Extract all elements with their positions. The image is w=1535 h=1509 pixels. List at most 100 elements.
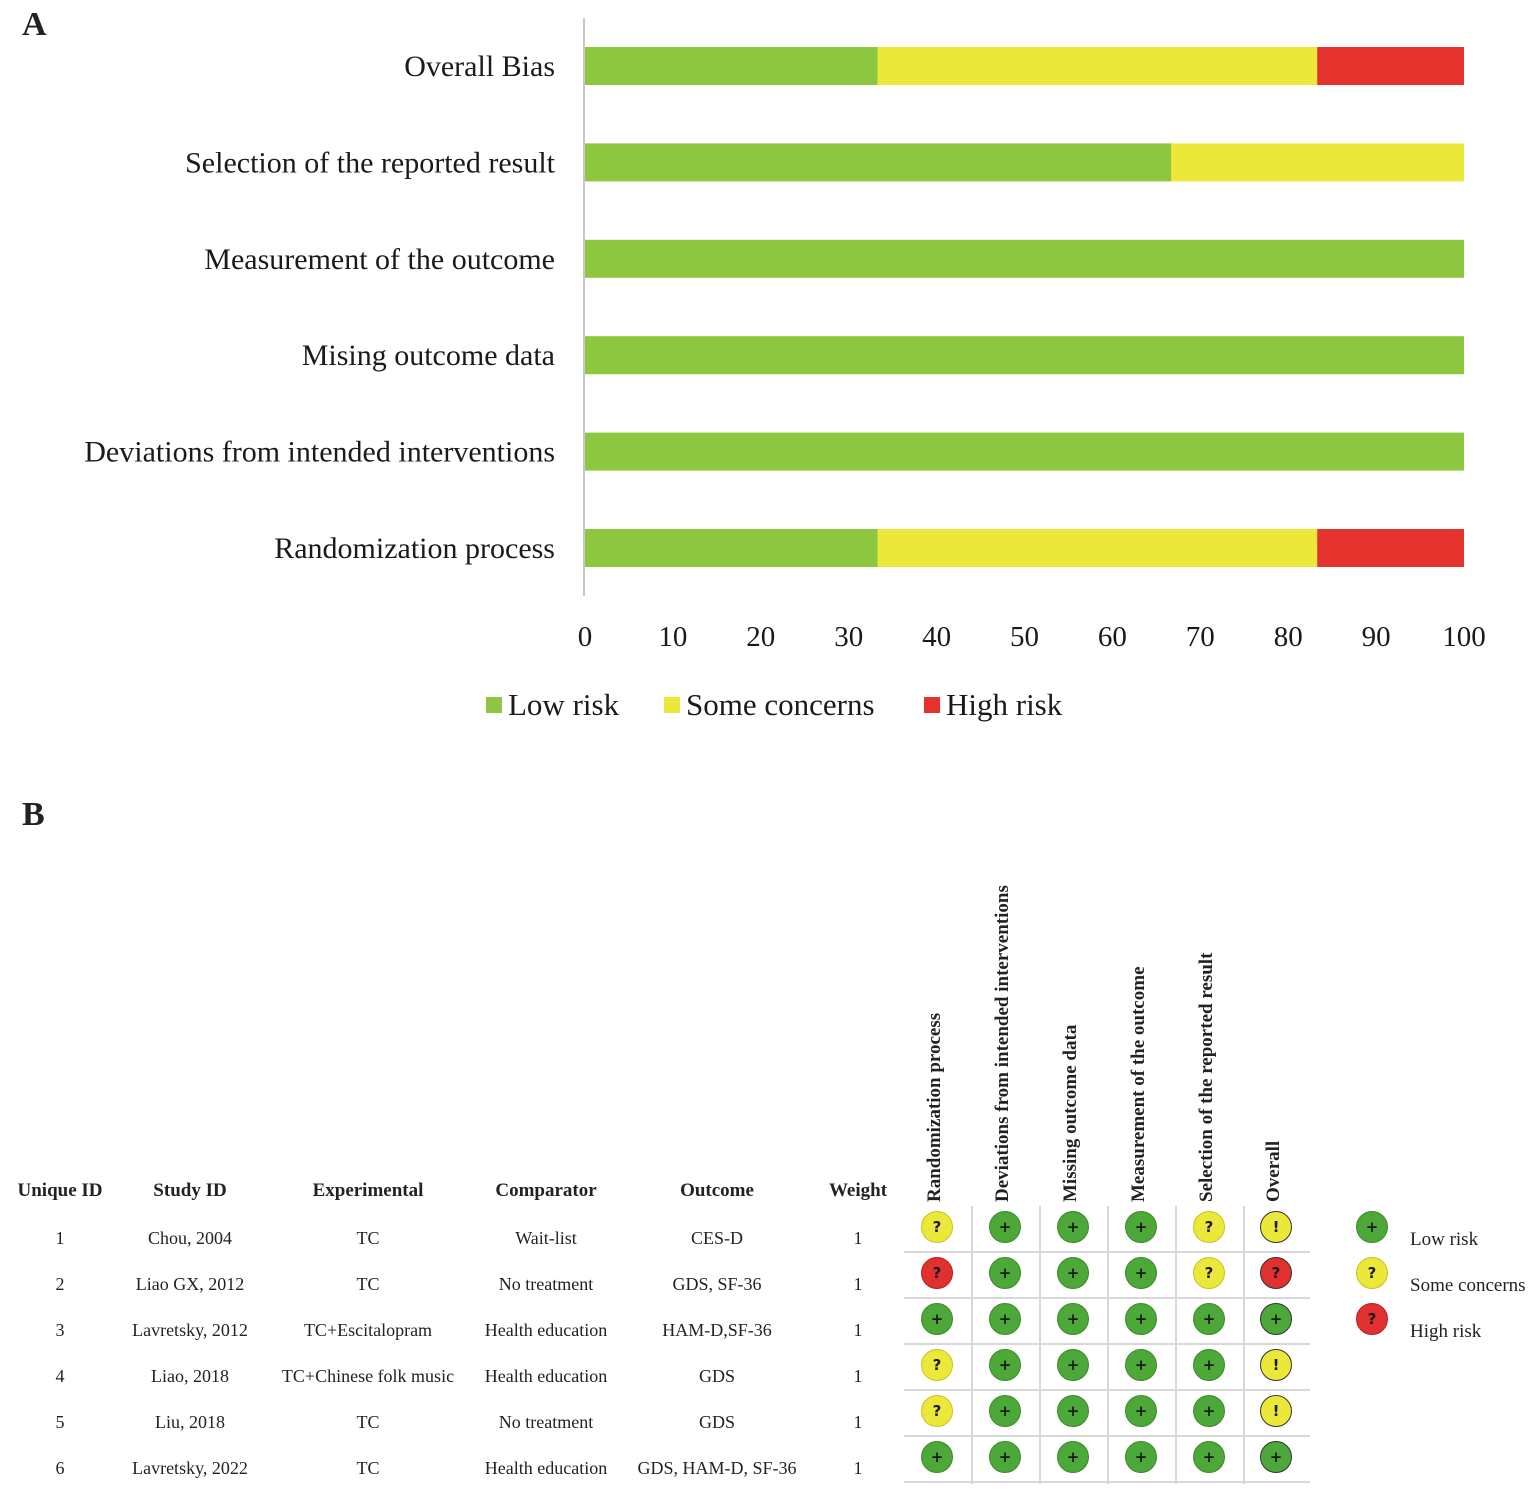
bar-segment-low-risk bbox=[585, 239, 1464, 278]
unique-id-cell: 2 bbox=[55, 1274, 65, 1294]
bar-segment-some-concerns bbox=[877, 529, 1318, 567]
judgement-low-icon: + bbox=[1193, 1349, 1225, 1381]
x-tick-label: 40 bbox=[922, 621, 951, 653]
study-id-cell: Lavretsky, 2022 bbox=[132, 1458, 248, 1478]
comparator-cell: Health education bbox=[484, 1458, 608, 1478]
comparator-cell: Health education bbox=[484, 1366, 608, 1386]
judgement-low-icon: + bbox=[1057, 1303, 1089, 1335]
unique-id-cell: 1 bbox=[55, 1228, 65, 1248]
x-tick-label: 90 bbox=[1362, 621, 1391, 653]
judgement-low-icon: + bbox=[989, 1303, 1021, 1335]
x-tick-label: 20 bbox=[746, 621, 775, 653]
x-tick-label: 60 bbox=[1098, 621, 1127, 653]
panel-a-label: A bbox=[22, 6, 47, 43]
experimental-cell: TC bbox=[356, 1458, 380, 1478]
judgement-low-icon: + bbox=[1193, 1303, 1225, 1335]
legend-low-icon: + bbox=[1356, 1211, 1388, 1243]
domain-header: Measurement of the outcome bbox=[1128, 966, 1149, 1203]
x-tick-label: 0 bbox=[578, 621, 593, 653]
outcome-cell: HAM-D,SF-36 bbox=[662, 1320, 772, 1340]
judgement-low-icon: + bbox=[989, 1441, 1021, 1473]
judgement-some-icon: ? bbox=[921, 1395, 953, 1427]
weight-cell: 1 bbox=[853, 1458, 863, 1478]
bar-segment-some-concerns bbox=[1171, 143, 1464, 182]
experimental-cell: TC+Escitalopram bbox=[303, 1320, 433, 1340]
judgement-low-icon: + bbox=[1125, 1257, 1157, 1289]
grid-line-vertical bbox=[1107, 1206, 1109, 1484]
category-label: Deviations from intended interventions bbox=[84, 436, 555, 469]
legend-swatch-some-concerns bbox=[664, 697, 680, 713]
legend-label: Some concerns bbox=[686, 687, 875, 722]
bar-segment-some-concerns bbox=[877, 47, 1318, 85]
domain-header: Selection of the reported result bbox=[1196, 952, 1217, 1202]
judgement-some-icon: ! bbox=[1260, 1211, 1292, 1243]
unique-id-cell: 3 bbox=[55, 1320, 65, 1340]
judgement-some-icon: ? bbox=[1193, 1211, 1225, 1243]
unique-id-cell: 6 bbox=[55, 1458, 65, 1478]
grid-line-vertical bbox=[971, 1206, 973, 1484]
judgement-low-icon: + bbox=[1125, 1349, 1157, 1381]
table-header: Unique ID bbox=[17, 1180, 103, 1201]
bar-segment-low-risk bbox=[585, 529, 878, 567]
judgement-low-icon: + bbox=[1057, 1441, 1089, 1473]
judgement-low-icon: + bbox=[1125, 1395, 1157, 1427]
judgement-low-icon: + bbox=[1057, 1395, 1089, 1427]
judgement-low-icon: + bbox=[1193, 1441, 1225, 1473]
judgement-low-icon: + bbox=[1260, 1441, 1292, 1473]
judgement-some-icon: ? bbox=[1193, 1257, 1225, 1289]
grid-line-vertical bbox=[1243, 1206, 1245, 1484]
experimental-cell: TC bbox=[356, 1274, 380, 1294]
x-tick-label: 30 bbox=[834, 621, 863, 653]
x-tick-label: 50 bbox=[1010, 621, 1039, 653]
weight-cell: 1 bbox=[853, 1412, 863, 1432]
weight-cell: 1 bbox=[853, 1274, 863, 1294]
x-tick-label: 70 bbox=[1186, 621, 1215, 653]
bar-segment-high-risk bbox=[1317, 47, 1464, 85]
judgement-some-icon: ! bbox=[1260, 1395, 1292, 1427]
x-tick-label: 100 bbox=[1442, 621, 1486, 653]
judgement-some-icon: ? bbox=[921, 1211, 953, 1243]
category-label: Mising outcome data bbox=[302, 339, 555, 372]
study-id-cell: Liao GX, 2012 bbox=[135, 1274, 245, 1294]
judgement-low-icon: + bbox=[989, 1349, 1021, 1381]
experimental-cell: TC bbox=[356, 1228, 380, 1248]
legend-swatch-low-risk bbox=[486, 697, 502, 713]
outcome-cell: GDS, SF-36 bbox=[672, 1274, 762, 1294]
legend-swatch-high-risk bbox=[924, 697, 940, 713]
comparator-cell: No treatment bbox=[498, 1412, 594, 1432]
judgement-low-icon: + bbox=[989, 1395, 1021, 1427]
legend-label: Some concerns bbox=[1410, 1275, 1526, 1296]
domain-header: Deviations from intended interventions bbox=[992, 885, 1013, 1202]
x-tick-label: 80 bbox=[1274, 621, 1303, 653]
judgement-low-icon: + bbox=[921, 1441, 953, 1473]
outcome-cell: GDS bbox=[698, 1366, 735, 1386]
study-id-cell: Liao, 2018 bbox=[151, 1366, 229, 1386]
judgement-low-icon: + bbox=[1260, 1303, 1292, 1335]
legend-label: Low risk bbox=[508, 687, 620, 722]
experimental-cell: TC+Chinese folk music bbox=[281, 1366, 455, 1386]
unique-id-cell: 5 bbox=[55, 1412, 65, 1432]
study-id-cell: Liu, 2018 bbox=[155, 1412, 225, 1432]
study-id-cell: Lavretsky, 2012 bbox=[132, 1320, 248, 1340]
judgement-low-icon: + bbox=[1125, 1211, 1157, 1243]
judgement-low-icon: + bbox=[1057, 1349, 1089, 1381]
judgement-low-icon: + bbox=[921, 1303, 953, 1335]
category-label: Randomization process bbox=[274, 532, 555, 565]
grid-line-vertical bbox=[1039, 1206, 1041, 1484]
comparator-cell: Wait-list bbox=[515, 1228, 577, 1248]
comparator-cell: No treatment bbox=[498, 1274, 594, 1294]
bar-segment-low-risk bbox=[585, 336, 1464, 375]
grid-line-vertical bbox=[1175, 1206, 1177, 1484]
panel-b-label: B bbox=[22, 796, 45, 833]
judgement-high-icon: ? bbox=[921, 1257, 953, 1289]
legend-label: High risk bbox=[1410, 1321, 1482, 1342]
judgement-low-icon: + bbox=[1193, 1395, 1225, 1427]
weight-cell: 1 bbox=[853, 1228, 863, 1248]
judgement-high-icon: ? bbox=[1260, 1257, 1292, 1289]
outcome-cell: CES-D bbox=[690, 1228, 743, 1248]
bar-segment-low-risk bbox=[585, 143, 1172, 182]
domain-header: Missing outcome data bbox=[1060, 1024, 1081, 1202]
table-header: Study ID bbox=[153, 1180, 227, 1201]
outcome-cell: GDS, HAM-D, SF-36 bbox=[637, 1458, 797, 1478]
